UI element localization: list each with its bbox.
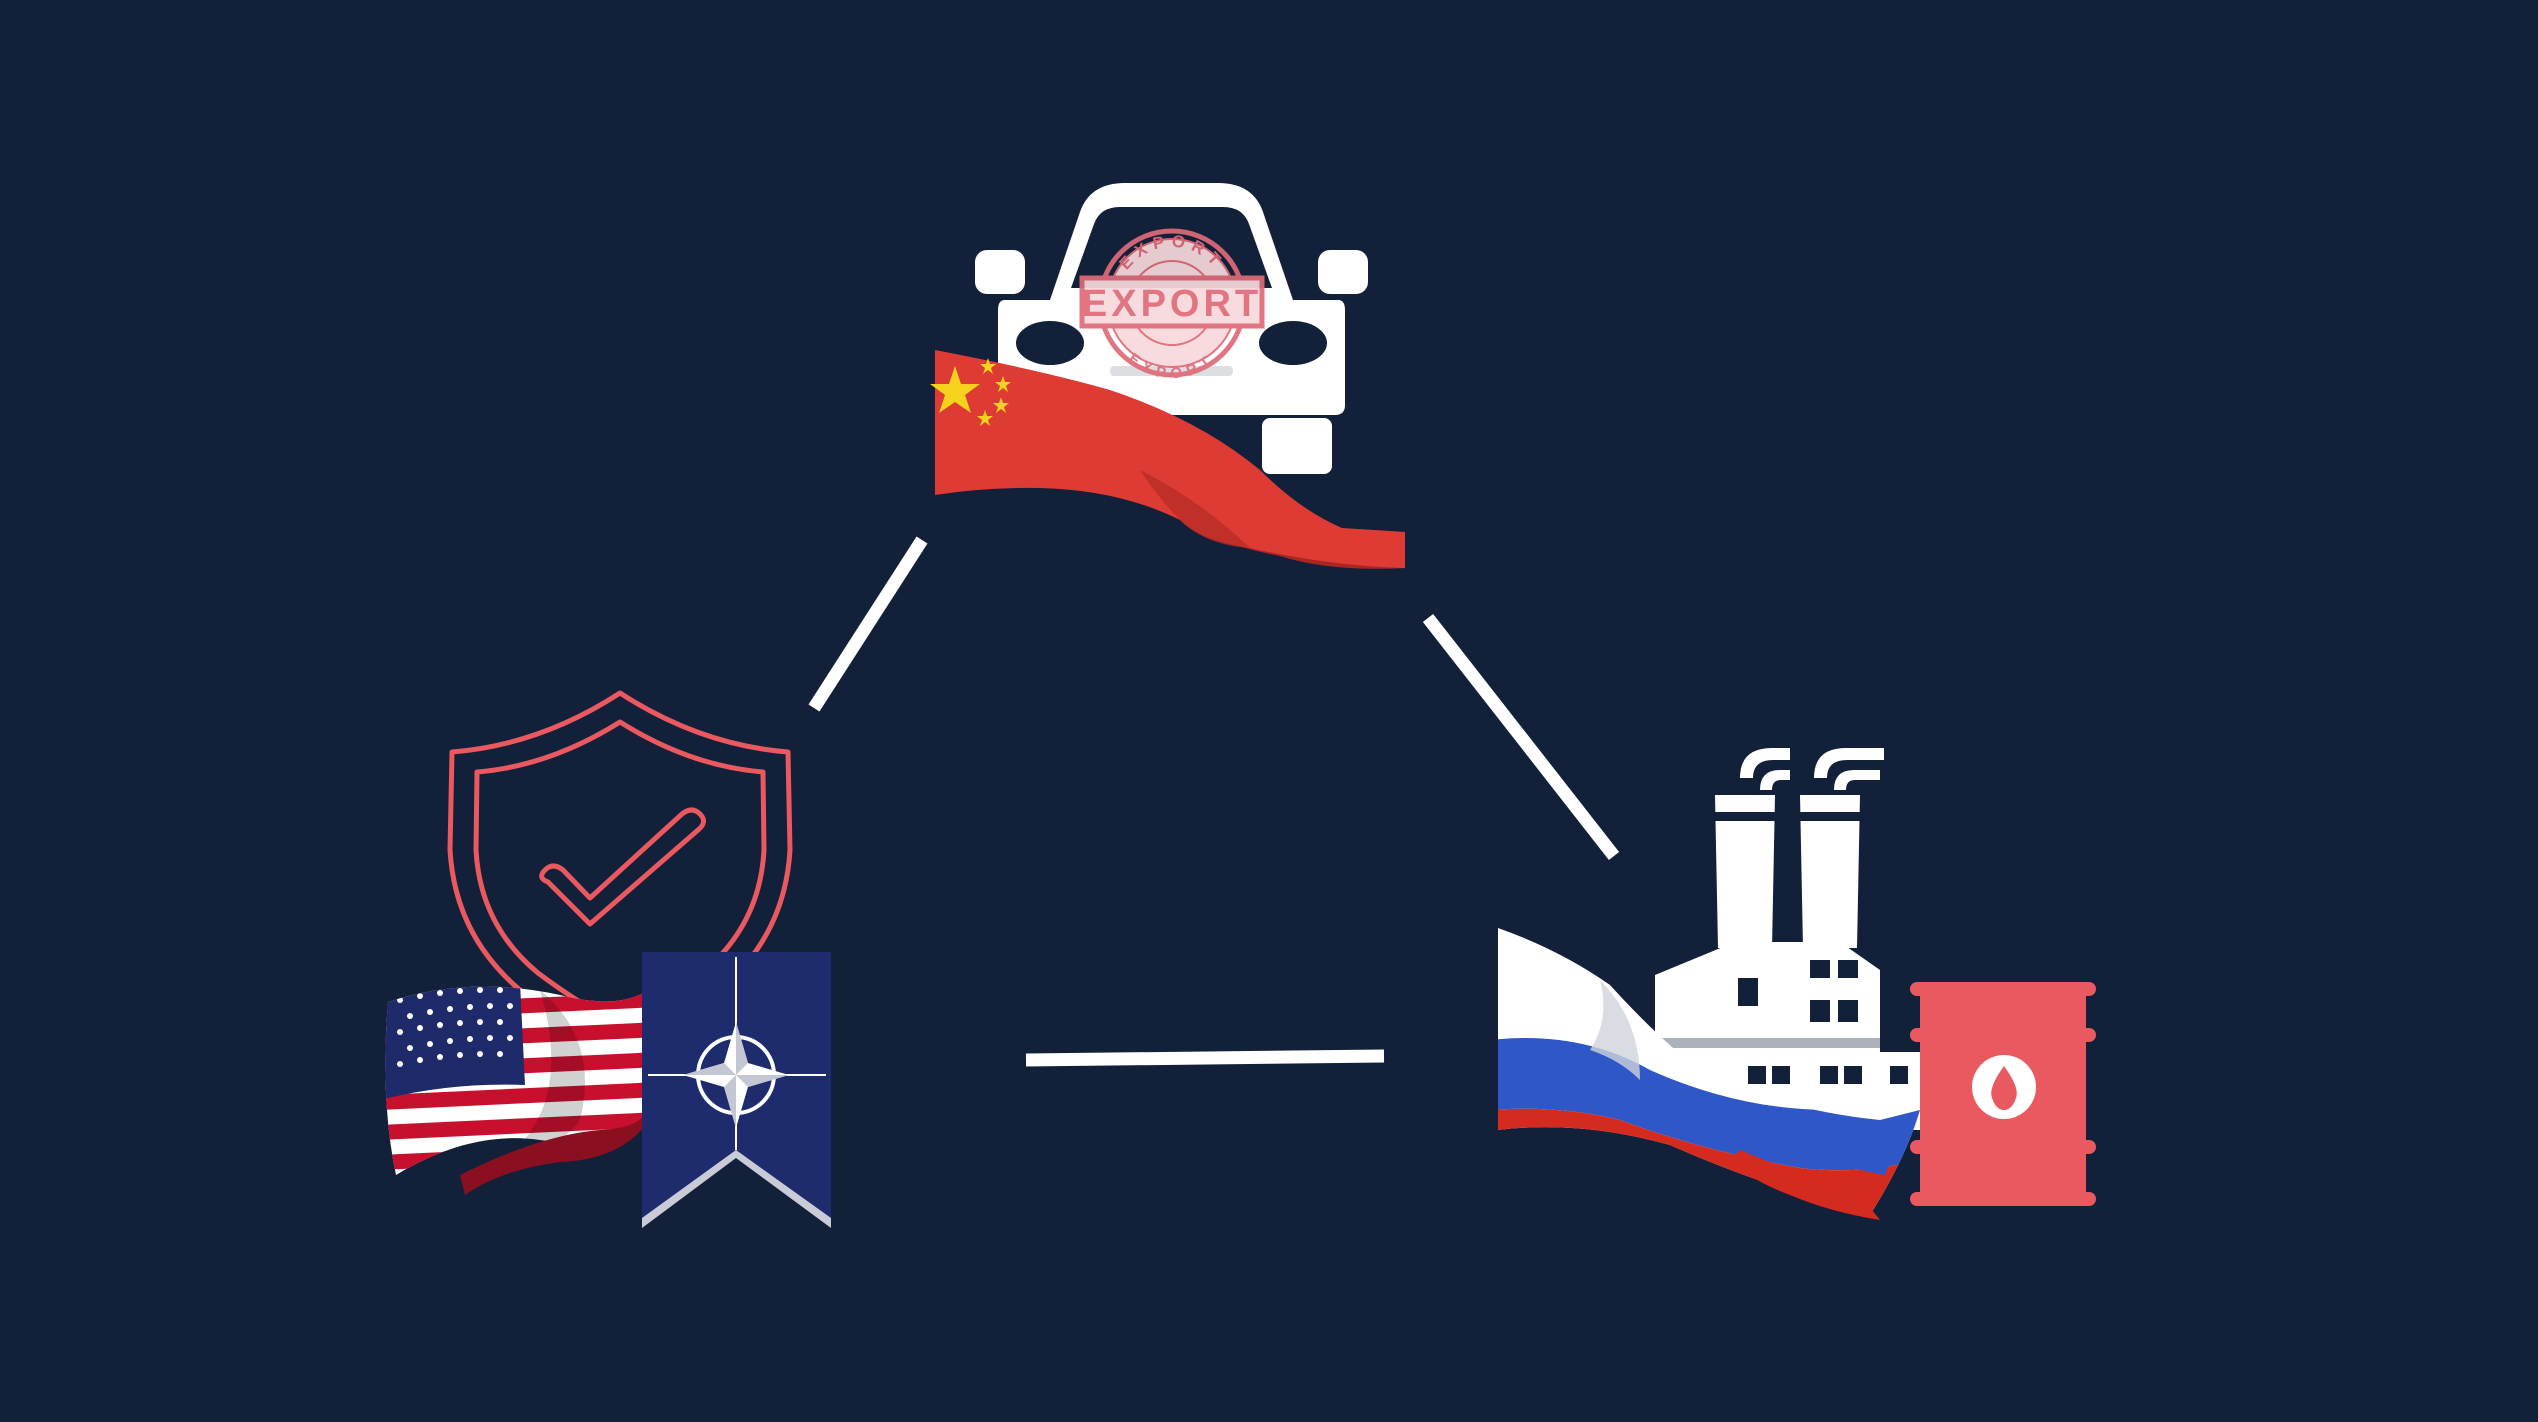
connector-lines xyxy=(808,536,1620,1067)
china-node: EXPORT EXPORT EXPORT xyxy=(930,183,1405,569)
oil-barrel-icon xyxy=(1910,982,2096,1206)
china-flag-icon xyxy=(930,350,1405,569)
connector-china-russia xyxy=(1422,613,1620,861)
us-nato-node xyxy=(385,690,831,1228)
connector-china-us xyxy=(808,536,928,712)
connector-us-russia xyxy=(1025,1049,1385,1067)
stamp-main-text: EXPORT xyxy=(1082,283,1262,325)
nato-flag-icon xyxy=(642,952,831,1228)
us-flag-icon xyxy=(385,986,648,1195)
